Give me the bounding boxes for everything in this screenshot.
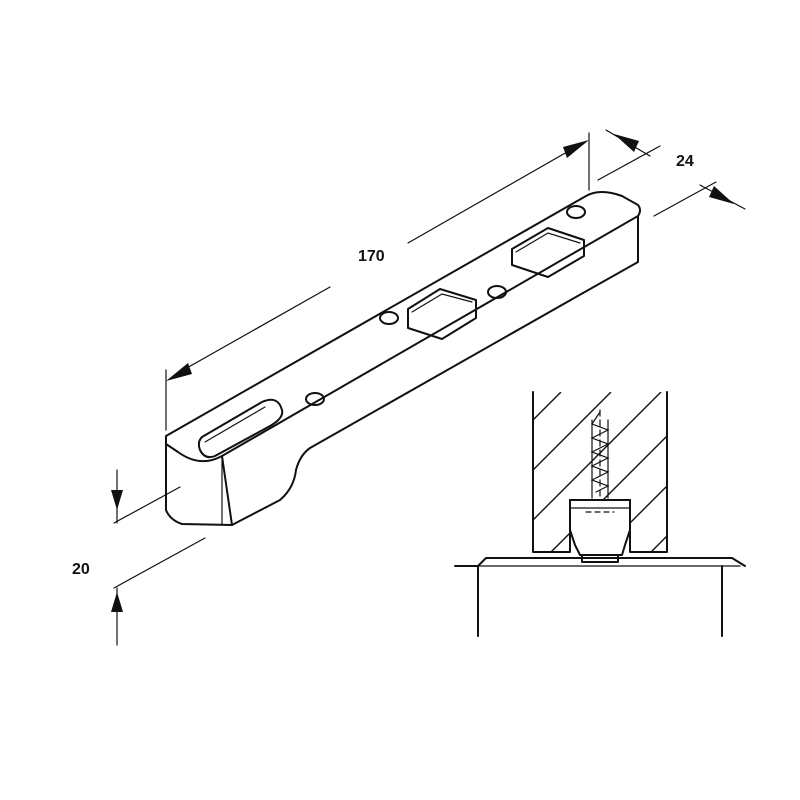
plate-top-face — [165, 191, 641, 463]
dimension-length-label: 170 — [358, 248, 385, 265]
door-surface — [454, 557, 746, 567]
dimension-length: 170 — [165, 132, 590, 431]
slot-right — [511, 227, 585, 278]
length-arrow-left — [166, 363, 192, 381]
screw-icon — [590, 409, 610, 501]
strike-plate — [165, 191, 641, 526]
installation-section-view — [454, 391, 746, 637]
screw-hole-1 — [305, 392, 325, 406]
dimension-width: 24 — [597, 129, 746, 217]
height-arrow-bottom — [111, 592, 123, 612]
dimension-width-label: 24 — [676, 153, 694, 170]
screw-hole-4 — [566, 205, 586, 219]
screw-hole-2 — [379, 311, 399, 325]
plate-left-block — [165, 443, 233, 526]
slot-middle — [407, 288, 477, 340]
length-arrow-right — [563, 140, 589, 158]
plate-end-face — [582, 215, 639, 294]
plate-front-edge — [231, 292, 584, 526]
width-arrow-bottom — [709, 186, 734, 204]
height-arrow-top — [111, 490, 123, 510]
screw-hole-3 — [487, 285, 507, 299]
slot-left — [197, 398, 284, 459]
dimension-height: 20 — [72, 469, 206, 646]
width-arrow-top — [614, 134, 639, 152]
strike-block — [569, 499, 631, 556]
dimension-height-label: 20 — [72, 561, 90, 578]
